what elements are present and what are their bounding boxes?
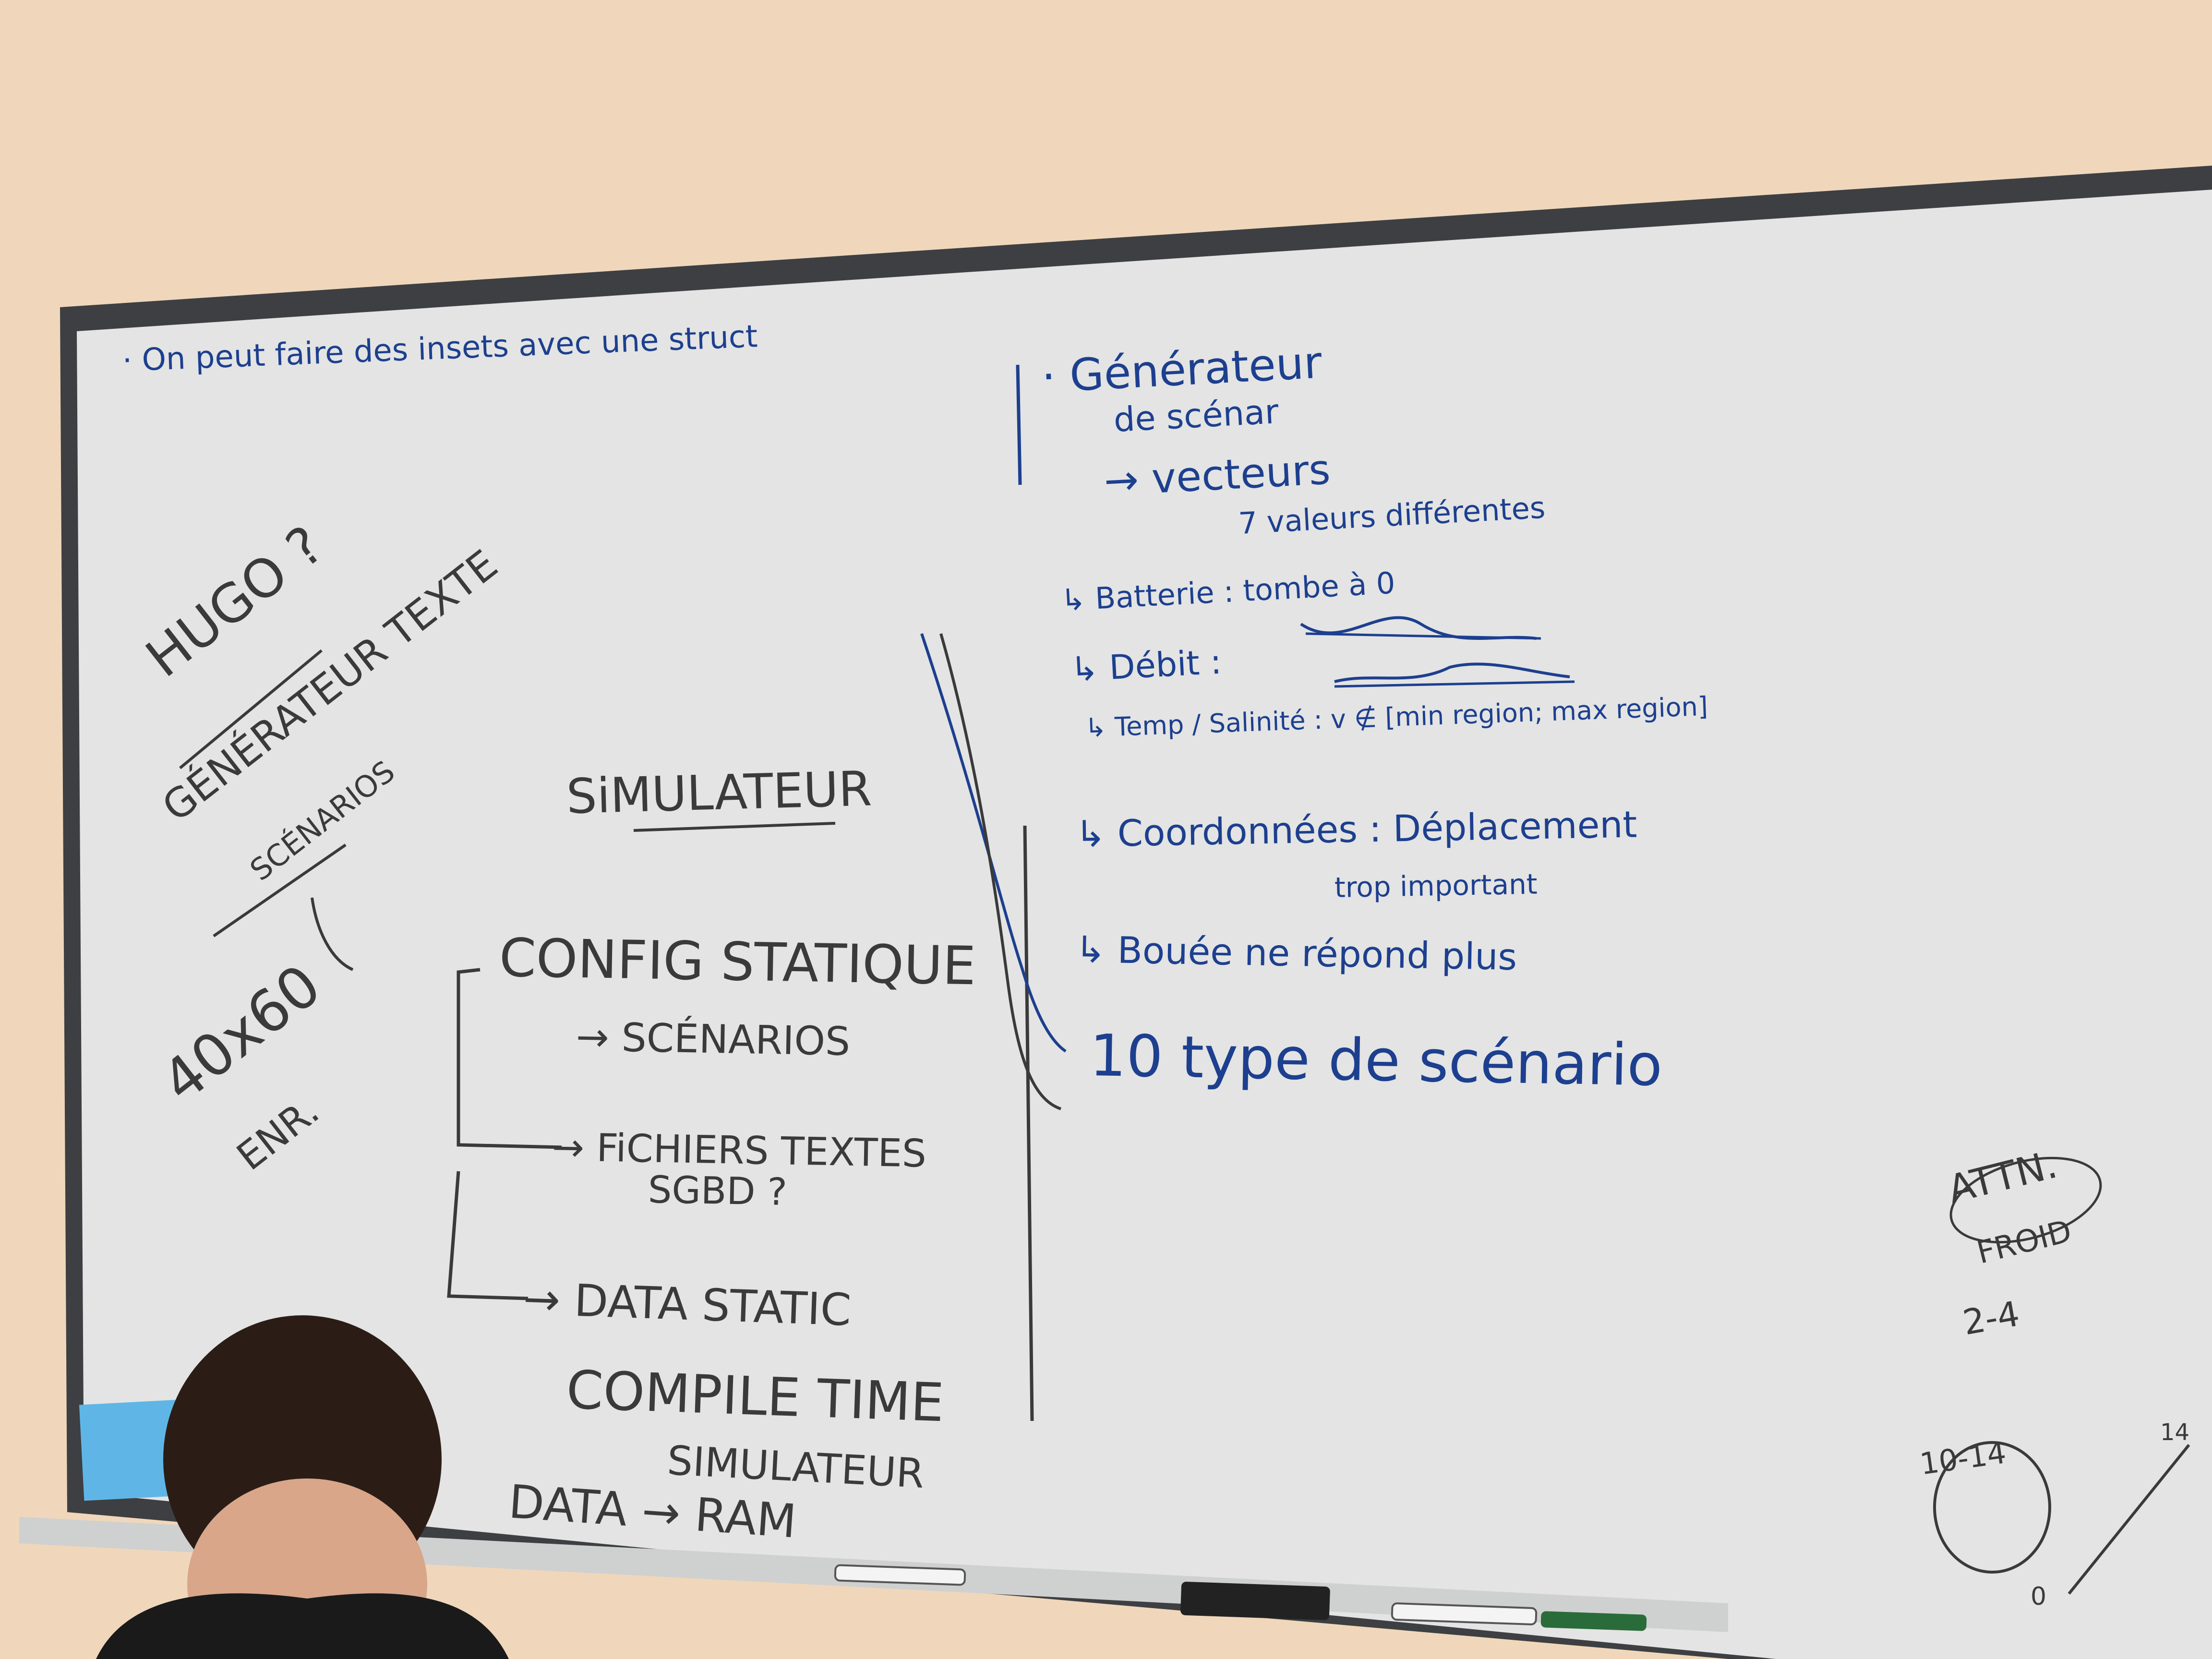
marker-2 <box>1391 1602 1538 1625</box>
marker-3 <box>1540 1611 1647 1631</box>
generator-sub-label: de scénar <box>1112 392 1280 440</box>
scale-line <box>2068 1444 2190 1595</box>
divider-curve-1 <box>920 633 1067 1053</box>
config-label: CONFIG STATIQUE <box>498 927 976 997</box>
person-shirt <box>96 1593 509 1659</box>
data-static-label: → DATA STATIC <box>522 1273 852 1336</box>
marker-1 <box>834 1564 966 1586</box>
divider-curve-2 <box>939 633 1061 1110</box>
simulator-title: SiMULATEUR <box>565 760 873 825</box>
config-sub-label: → SCÉNARIOS <box>576 1014 851 1065</box>
number-note: 2-4 <box>1960 1293 2023 1343</box>
debit-label: ↳ Débit : <box>1069 642 1223 689</box>
attn-circle <box>1949 1156 2102 1244</box>
compile-time-label: COMPILE TIME <box>565 1359 945 1434</box>
scale-end: 14 <box>2160 1419 2190 1446</box>
coords-label: ↳ Coordonnées : Déplacement <box>1075 803 1638 855</box>
debit-wave <box>1334 662 1570 683</box>
scale-start: 0 <box>2031 1582 2047 1611</box>
scenario-types-label: 10 type de scénario <box>1089 1022 1663 1099</box>
divider-vertical <box>1023 825 1034 1421</box>
range-circle <box>1933 1441 2051 1574</box>
scenario-arrow <box>311 897 354 971</box>
generateur-underline <box>213 843 347 938</box>
files-label: → FiCHIERS TEXTES <box>552 1125 927 1176</box>
buoy-label: ↳ Bouée ne répond plus <box>1075 928 1517 979</box>
vectors-label: → vecteurs <box>1103 445 1332 505</box>
simulateur-label-2: SIMULATEUR <box>666 1437 926 1497</box>
whiteboard-surface <box>77 190 2212 1659</box>
files-sub-label: SGBD ? <box>648 1168 788 1214</box>
config-bracket-lower <box>447 1171 529 1300</box>
eraser <box>1180 1581 1330 1621</box>
divider-top <box>1016 364 1022 485</box>
coords-sub-label: trop important <box>1334 867 1538 904</box>
config-bracket <box>457 968 562 1149</box>
simulateur-underline <box>633 822 836 832</box>
hugo-underline <box>179 649 323 769</box>
